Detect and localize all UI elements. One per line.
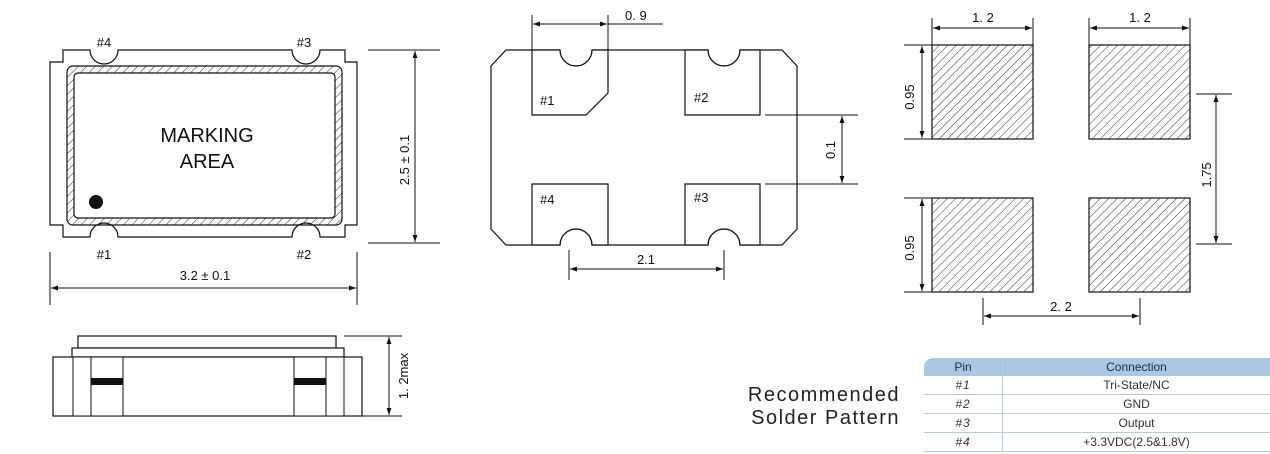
pad-width-right-label: 1. 2 bbox=[1129, 10, 1151, 25]
bottom-pin-label-3: #3 bbox=[694, 190, 708, 205]
connection-cell: GND bbox=[1002, 394, 1270, 414]
connection-cell: Tri-State/NC bbox=[1002, 376, 1270, 395]
top-pin-label-4: #4 bbox=[97, 35, 111, 50]
solder-pattern-title: Recommended Solder Pattern bbox=[700, 384, 900, 430]
vertical-pitch-label: 1.75 bbox=[1199, 162, 1214, 187]
side-height-dim-label: 1. 2max bbox=[396, 352, 411, 399]
table-row: #2 GND bbox=[924, 394, 1270, 414]
bottom-pin-label-2: #2 bbox=[694, 90, 708, 105]
pad-width-left-label: 1. 2 bbox=[972, 10, 994, 25]
marking-text-1: MARKING bbox=[160, 125, 253, 147]
table-header-row: Pin Connection bbox=[924, 358, 1270, 376]
pin-cell: #2 bbox=[924, 394, 1003, 414]
bottom-view: #1 #2 #4 #3 0. 9 0.1 2.1 bbox=[490, 8, 858, 280]
pin-cell: #1 bbox=[924, 376, 1003, 395]
top-pin-label-1: #1 bbox=[97, 247, 111, 262]
top-view: MARKING AREA #4 #3 #1 #2 3.2 ± 0.1 2.5 ±… bbox=[49, 35, 440, 305]
marking-text-2: AREA bbox=[180, 151, 235, 173]
pin-cell: #3 bbox=[924, 413, 1003, 433]
pad-height-top-label: 0.95 bbox=[902, 84, 917, 109]
header-pin: Pin bbox=[924, 358, 1003, 376]
height-dim-label: 2.5 ± 0.1 bbox=[397, 135, 412, 186]
pad-4 bbox=[531, 183, 609, 246]
table-row: #3 Output bbox=[924, 413, 1270, 433]
solder-pad-tl bbox=[931, 44, 1034, 140]
pitch-dim-label: 2.1 bbox=[637, 252, 655, 267]
solder-pattern-title-line1: Recommended bbox=[747, 384, 900, 406]
bottom-pin-label-1: #1 bbox=[540, 93, 554, 108]
side-view: 1. 2max bbox=[52, 335, 411, 417]
pad-height-bottom-label: 0.95 bbox=[902, 235, 917, 260]
bottom-pin-label-4: #4 bbox=[540, 192, 554, 207]
pin-cell: #4 bbox=[924, 432, 1003, 452]
solder-pattern-title-line2: Solder Pattern bbox=[751, 407, 900, 429]
marking-area bbox=[73, 72, 336, 219]
pad-3 bbox=[684, 183, 761, 246]
connection-cell: Output bbox=[1002, 413, 1270, 433]
pin-connection-table: Pin Connection #1 Tri-State/NC #2 GND #3… bbox=[924, 358, 1270, 452]
gap-dim-label: 0.1 bbox=[823, 141, 838, 159]
pin1-dot bbox=[89, 195, 103, 209]
top-pin-label-2: #2 bbox=[297, 247, 311, 262]
pad-2 bbox=[684, 49, 761, 116]
width-dim-label: 3.2 ± 0.1 bbox=[180, 268, 231, 283]
solder-pad-bl bbox=[931, 197, 1034, 293]
horizontal-pitch-label: 2. 2 bbox=[1050, 299, 1072, 314]
table-row: #4 +3.3VDC(2.5&1.8V) bbox=[924, 432, 1270, 452]
table-row: #1 Tri-State/NC bbox=[924, 376, 1270, 395]
solder-pad-tr bbox=[1088, 44, 1191, 140]
header-connection: Connection bbox=[1002, 358, 1270, 376]
top-pin-label-3: #3 bbox=[297, 35, 311, 50]
pad-width-dim-label: 0. 9 bbox=[625, 8, 647, 23]
solder-pad-br bbox=[1088, 197, 1191, 293]
connection-cell: +3.3VDC(2.5&1.8V) bbox=[1002, 432, 1270, 452]
solder-pattern: 1. 2 1. 2 0.95 0.95 1.75 2. 2 bbox=[902, 10, 1232, 325]
